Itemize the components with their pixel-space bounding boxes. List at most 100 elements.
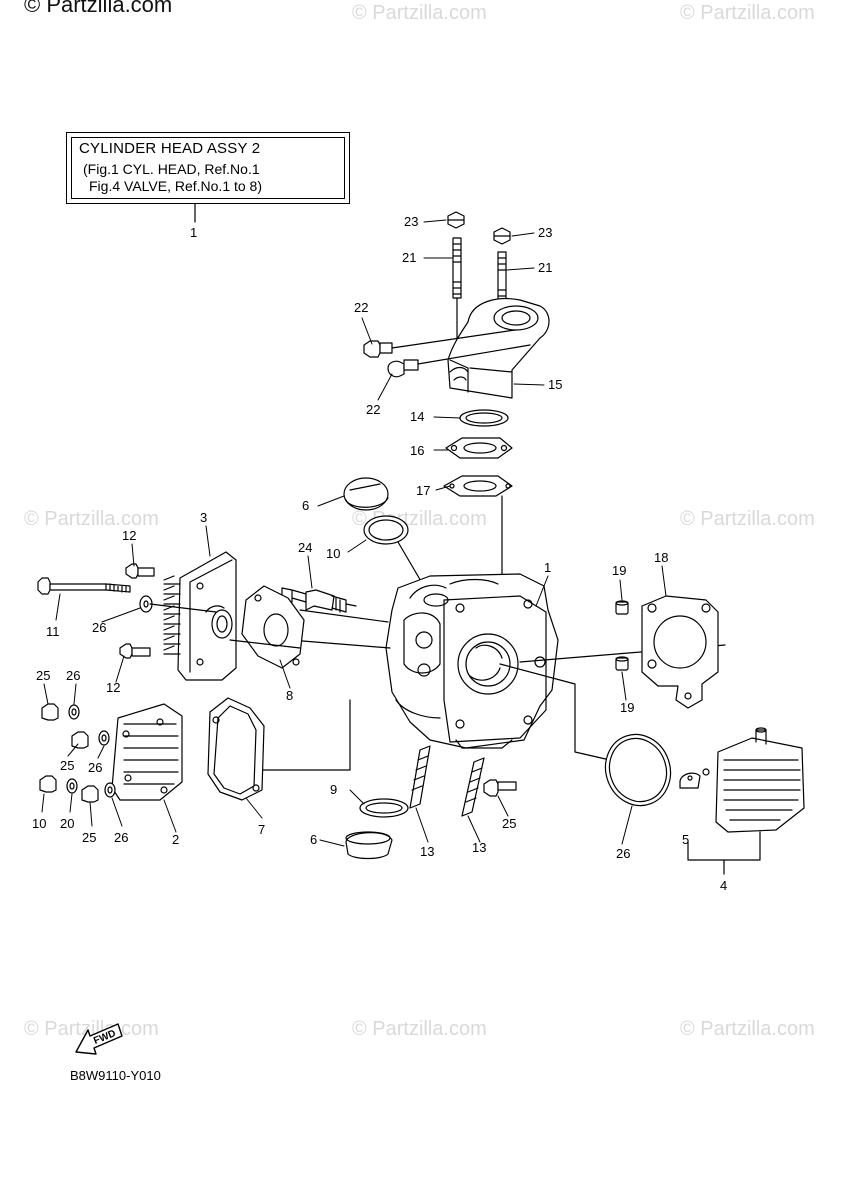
part-8-gasket[interactable] bbox=[241, 585, 305, 669]
part-label: 18 bbox=[654, 550, 668, 565]
watermark: © Partzilla.com bbox=[24, 508, 159, 530]
part-22-bolt-lower[interactable] bbox=[387, 344, 531, 378]
part-label: 10 bbox=[326, 546, 340, 561]
watermark: © Partzilla.com bbox=[680, 1018, 815, 1040]
cam-guide-lines bbox=[149, 603, 301, 649]
part-label: 23 bbox=[538, 225, 552, 240]
callout-line-2: (Fig.1 CYL. HEAD, Ref.No.1 bbox=[83, 161, 260, 177]
part-17-gasket[interactable] bbox=[443, 475, 513, 497]
part-26-washer-1[interactable] bbox=[68, 704, 80, 720]
part-11-long-bolt[interactable] bbox=[37, 577, 131, 595]
diagram-code: B8W9110-Y010 bbox=[70, 1068, 161, 1083]
part-label: 11 bbox=[46, 624, 60, 639]
part-5-grommet[interactable] bbox=[679, 772, 701, 789]
part-label: 25 bbox=[502, 816, 516, 831]
fwd-arrow-icon: FWD bbox=[75, 1023, 123, 1055]
watermark: © Partzilla.com bbox=[680, 508, 815, 530]
part-label: 19 bbox=[612, 563, 626, 578]
part-23-nut-right[interactable] bbox=[493, 227, 511, 245]
part-label: 5 bbox=[682, 832, 689, 847]
part-label: 21 bbox=[402, 250, 416, 265]
part-25-bolt-1[interactable] bbox=[41, 703, 59, 721]
part-19-dowel-upper[interactable] bbox=[615, 600, 629, 615]
part-1-cylinder-head[interactable] bbox=[385, 573, 559, 749]
part-label: 19 bbox=[620, 700, 634, 715]
part-label: 22 bbox=[366, 402, 380, 417]
part-10-o-ring-lower[interactable] bbox=[359, 798, 409, 818]
part-12-bolt-upper[interactable] bbox=[125, 563, 155, 579]
part-label: 24 bbox=[298, 540, 312, 555]
part-label: 14 bbox=[410, 409, 424, 424]
part-26-washer-3[interactable] bbox=[66, 778, 78, 794]
part-13-stud-right[interactable] bbox=[461, 757, 485, 817]
watermark: © Partzilla.com bbox=[680, 2, 815, 24]
part-20-bolt[interactable] bbox=[483, 779, 517, 797]
part-label: 26 bbox=[616, 846, 630, 861]
part-6-cap-lower[interactable] bbox=[345, 831, 393, 860]
part-26-washer-4[interactable] bbox=[104, 782, 116, 798]
part-label: 25 bbox=[82, 830, 96, 845]
part-label: 26 bbox=[66, 668, 80, 683]
part-label: 20 bbox=[60, 816, 74, 831]
callout-title: CYLINDER HEAD ASSY 2 bbox=[79, 140, 261, 157]
part-label: 15 bbox=[548, 377, 562, 392]
part-label: 10 bbox=[32, 816, 46, 831]
part-label: 13 bbox=[472, 840, 486, 855]
part-13-stud-left[interactable] bbox=[409, 745, 431, 809]
part-label: 8 bbox=[286, 688, 293, 703]
part-label: 12 bbox=[122, 528, 136, 543]
part-9-o-ring[interactable] bbox=[596, 725, 681, 815]
part-label: 26 bbox=[92, 620, 106, 635]
part-label: 25 bbox=[36, 668, 50, 683]
part-label: 3 bbox=[200, 510, 207, 525]
part-2-tappet-cover[interactable] bbox=[111, 703, 183, 801]
part-label: 6 bbox=[302, 498, 309, 513]
part-19-dowel-lower[interactable] bbox=[615, 656, 629, 671]
part-14-o-ring[interactable] bbox=[459, 409, 509, 427]
spark-plug-guide bbox=[299, 609, 389, 623]
part-15-intake-manifold[interactable] bbox=[447, 298, 550, 399]
part-6-cap-upper[interactable] bbox=[343, 477, 389, 511]
part-7-gasket[interactable] bbox=[207, 697, 265, 801]
part-10-o-ring-upper[interactable] bbox=[363, 515, 409, 545]
watermark: © Partzilla.com bbox=[24, 1018, 159, 1040]
part-4-air-shroud[interactable] bbox=[702, 727, 805, 833]
cam-cover-guide bbox=[289, 639, 391, 649]
part-label: 26 bbox=[114, 830, 128, 845]
part-12-bolt-lower[interactable] bbox=[119, 643, 151, 659]
part-18-cylinder-gasket[interactable] bbox=[641, 595, 719, 709]
cover-guide bbox=[261, 699, 351, 771]
watermark: © Partzilla.com bbox=[352, 1018, 487, 1040]
part-22-bolt-upper[interactable] bbox=[363, 329, 516, 358]
part-label: 16 bbox=[410, 443, 424, 458]
part-label: 12 bbox=[106, 680, 120, 695]
assembly-callout-box: CYLINDER HEAD ASSY 2 (Fig.1 CYL. HEAD, R… bbox=[66, 132, 350, 204]
part-label: 9 bbox=[330, 782, 337, 797]
part-label: 17 bbox=[416, 483, 430, 498]
callout-ref-label: 1 bbox=[190, 225, 197, 240]
part-label: 6 bbox=[310, 832, 317, 847]
part-25-bolt-4[interactable] bbox=[81, 785, 99, 803]
part-26-washer-2[interactable] bbox=[98, 730, 110, 746]
part-16-joint[interactable] bbox=[445, 437, 513, 459]
part-label: 13 bbox=[420, 844, 434, 859]
part-24-spark-plug[interactable] bbox=[281, 587, 357, 613]
part-25-bolt-3[interactable] bbox=[39, 775, 57, 793]
watermark-top-left: © Partzilla.com bbox=[24, 0, 173, 17]
shroud-bracket bbox=[687, 831, 761, 875]
part-25-bolt-2[interactable] bbox=[71, 731, 89, 749]
part-21-stud-left[interactable] bbox=[452, 237, 462, 299]
watermark: © Partzilla.com bbox=[352, 2, 487, 24]
part-label: 25 bbox=[60, 758, 74, 773]
part-3-head-side-cover[interactable] bbox=[163, 551, 237, 681]
part-label: 1 bbox=[544, 560, 551, 575]
part-label: 2 bbox=[172, 832, 179, 847]
callout-inner-border bbox=[71, 137, 345, 199]
callout-line-3: Fig.4 VALVE, Ref.No.1 to 8) bbox=[89, 178, 263, 194]
part-label: 7 bbox=[258, 822, 265, 837]
part-label: 26 bbox=[88, 760, 102, 775]
part-23-nut-left[interactable] bbox=[447, 211, 465, 229]
